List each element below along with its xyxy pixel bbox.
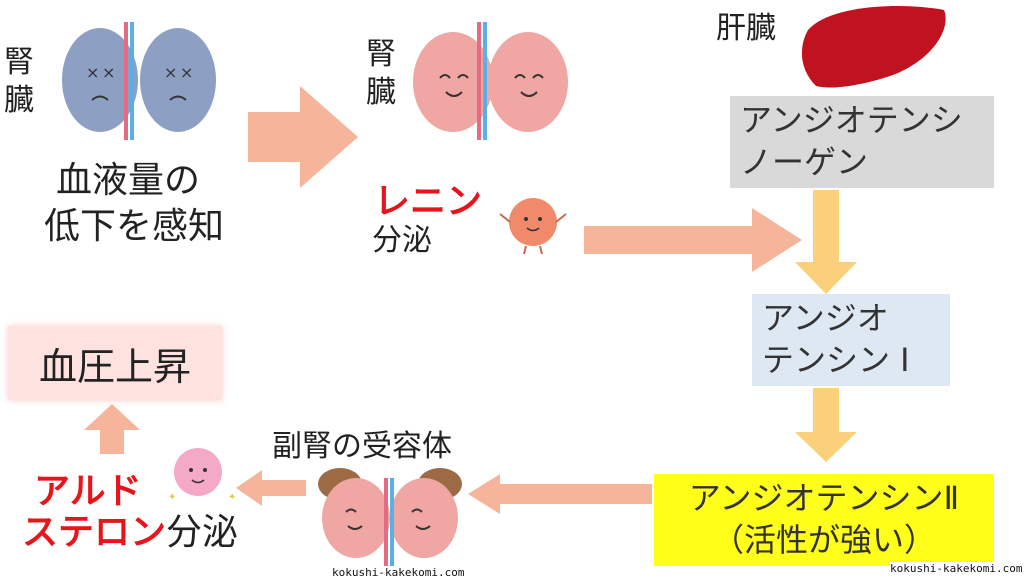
liver-icon — [801, 6, 946, 88]
svg-text:✦: ✦ — [168, 492, 176, 503]
low-volume-line2: 低下を感知 — [44, 206, 225, 247]
svg-text:×: × — [86, 63, 99, 82]
angiotensin2-line1: アンジオテンシンⅡ — [688, 479, 960, 517]
svg-text:✦: ✦ — [228, 492, 236, 503]
arrow-left-1 — [468, 474, 652, 514]
arrow-down-2 — [795, 388, 857, 462]
aldosterone-line2-wrap: ステロン分泌 — [22, 512, 238, 553]
happy-kidney-icon — [413, 22, 568, 140]
watermark-left: kokushi-kakekomi.com — [332, 566, 465, 579]
angiotensinogen-box: アンジオテンシ ノーゲン — [730, 96, 994, 188]
aldosterone-line1: アルド — [34, 471, 142, 512]
svg-text:×: × — [102, 63, 115, 82]
angiotensin1-box: アンジオ テンシン Ⅰ — [752, 294, 950, 386]
aldosterone-line2: ステロン — [22, 512, 167, 553]
arrow-right-2 — [584, 208, 802, 272]
arrow-up-1 — [84, 404, 140, 454]
svg-text:×: × — [180, 63, 193, 82]
sad-kidney-icon: × × × × — [62, 22, 216, 140]
kidney-label-2: 腎臓 — [366, 37, 396, 110]
watermark-right: kokushi-kakekomi.com — [890, 562, 1023, 575]
renin-mascot-icon — [499, 198, 567, 255]
aldosterone-secretion-label: 分泌 — [166, 512, 239, 553]
angiotensinogen-line2: ノーゲン — [740, 142, 869, 181]
aldosterone-mascot-icon: ✦ ✦ — [168, 448, 236, 503]
low-volume-line1: 血液量の — [56, 160, 201, 201]
angiotensin1-line2: テンシン Ⅰ — [762, 340, 910, 379]
angiotensin2-box: アンジオテンシンⅡ （活性が強い） — [654, 474, 994, 566]
angiotensin1-line1: アンジオ — [762, 299, 889, 337]
adrenal-receptor-label: 副腎の受容体 — [272, 429, 452, 464]
svg-text:×: × — [164, 63, 177, 82]
arrow-left-2 — [236, 470, 306, 506]
angiotensinogen-line1: アンジオテンシ — [740, 101, 963, 139]
arrow-down-1 — [795, 190, 857, 294]
angiotensin2-line2: （活性が強い） — [711, 520, 936, 559]
blood-pressure-rise-box: 血圧上昇 — [8, 326, 222, 400]
arrow-right-1 — [248, 86, 358, 188]
kidney-label-1: 腎臓 — [4, 45, 34, 118]
adrenal-kidney-icon — [318, 468, 462, 570]
renin-label: レニン — [374, 181, 483, 222]
renin-secretion-label: 分泌 — [372, 223, 432, 258]
liver-label: 肝臓 — [716, 11, 776, 46]
blood-pressure-rise-label: 血圧上昇 — [38, 344, 191, 389]
